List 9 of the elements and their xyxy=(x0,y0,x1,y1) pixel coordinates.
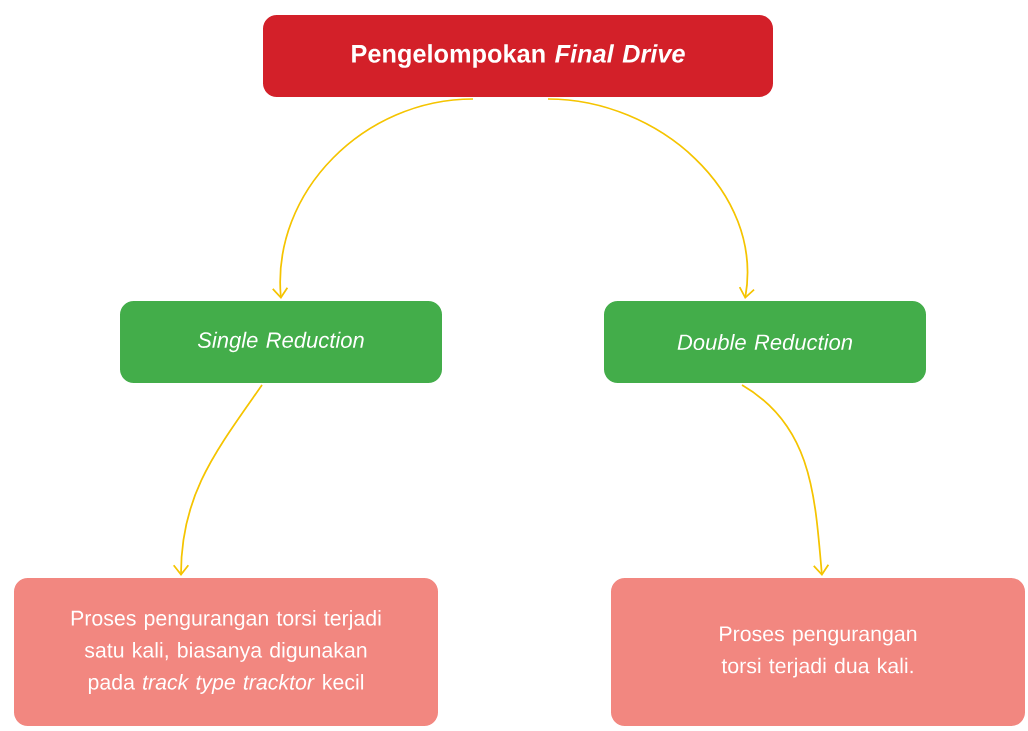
category-box: Double Reduction xyxy=(602,299,928,385)
arrow xyxy=(271,98,474,299)
arrow xyxy=(741,384,830,576)
arrow xyxy=(547,98,755,299)
arrow xyxy=(172,384,263,576)
description-box: Proses pengurangan torsi terjadi satu kali, biasanya digunakan pada track type tracktor kecil xyxy=(12,576,440,728)
category-box: Single Reduction xyxy=(118,299,444,385)
title-box: Pengelompokan Final Drive xyxy=(261,13,775,99)
description-box: Proses pengurangan torsi terjadi dua kali. xyxy=(609,576,1027,728)
